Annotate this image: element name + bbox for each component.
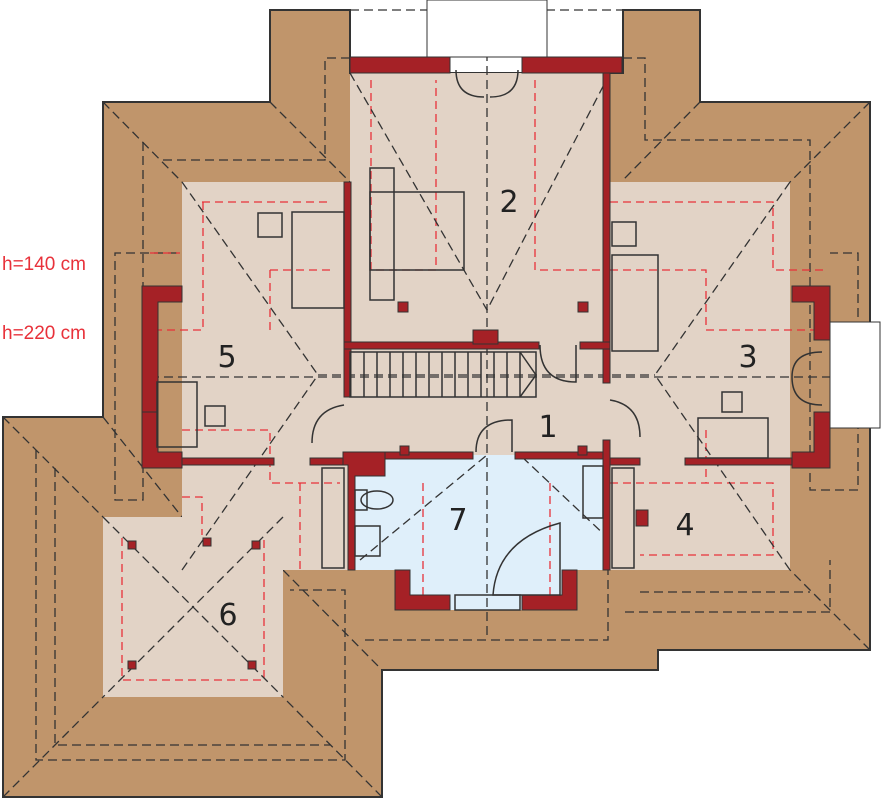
dormer-window-top [426,0,548,58]
ridge-lines [102,9,880,698]
room-5-label: 5 [217,340,236,375]
furniture [156,69,823,611]
room-4-label: 4 [675,508,694,543]
room-1-label: 1 [538,410,557,445]
height-140-label: h=140 cm [2,254,86,275]
walls [127,56,831,670]
room-7-label: 7 [448,503,467,538]
room-labels: 1 2 3 4 5 6 7 [217,185,757,633]
room-6-label: 6 [218,598,237,633]
stairs [349,351,537,398]
room-floor [103,73,790,697]
room-3-label: 3 [738,340,757,375]
dormer-window-right [829,321,881,429]
bathroom-floor [355,455,605,610]
height-220-label: h=220 cm [2,323,86,344]
room-2-label: 2 [499,185,518,220]
